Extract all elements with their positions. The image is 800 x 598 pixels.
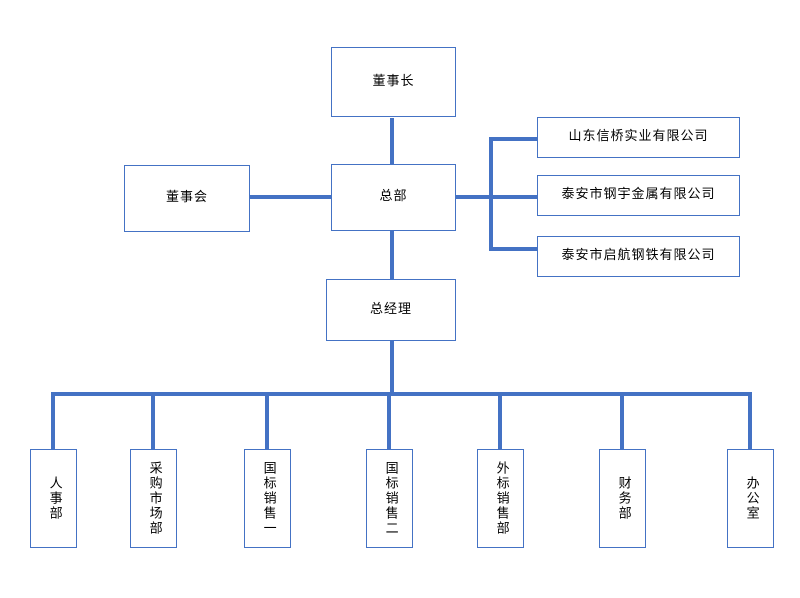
connector-chairman-to-headquarters — [390, 118, 394, 166]
node-department-1-label: 人事部 — [46, 476, 62, 521]
node-chairman-label: 董事长 — [372, 73, 415, 89]
node-board-of-directors[interactable]: 董事会 — [124, 165, 250, 232]
node-department-4-label: 国标销售二 — [382, 461, 398, 536]
node-department-2-label: 采购市场部 — [146, 461, 162, 536]
connector-branch-subsidiary-2 — [489, 195, 539, 199]
connector-drop-department-1 — [51, 392, 55, 450]
node-headquarters-label: 总部 — [379, 189, 408, 205]
node-headquarters[interactable]: 总部 — [331, 164, 456, 231]
node-department-6-label: 财务部 — [615, 476, 631, 521]
connector-branch-subsidiary-1 — [489, 137, 539, 141]
node-department-6[interactable]: 财务部 — [599, 449, 646, 548]
node-subsidiary-2-label: 泰安市钢宇金属有限公司 — [561, 187, 716, 203]
connector-general-manager-to-bus — [390, 340, 394, 396]
connector-headquarters-to-subsidiaries — [455, 195, 493, 199]
connector-drop-department-6 — [620, 392, 624, 450]
node-department-7[interactable]: 办公室 — [727, 449, 774, 548]
node-department-1[interactable]: 人事部 — [30, 449, 77, 548]
node-general-manager-label: 总经理 — [369, 301, 412, 317]
node-department-5[interactable]: 外标销售部 — [477, 449, 524, 548]
node-department-3[interactable]: 国标销售一 — [244, 449, 291, 548]
node-subsidiary-2[interactable]: 泰安市钢宇金属有限公司 — [537, 175, 740, 216]
connector-subsidiary-trunk — [489, 137, 493, 251]
node-department-4[interactable]: 国标销售二 — [366, 449, 413, 548]
node-department-5-label: 外标销售部 — [493, 461, 509, 536]
connector-drop-department-2 — [151, 392, 155, 450]
node-subsidiary-3-label: 泰安市启航钢铁有限公司 — [561, 248, 716, 264]
node-subsidiary-1[interactable]: 山东信桥实业有限公司 — [537, 117, 740, 158]
connector-drop-department-5 — [498, 392, 502, 450]
connector-drop-department-4 — [387, 392, 391, 450]
node-board-of-directors-label: 董事会 — [165, 190, 208, 206]
node-chairman[interactable]: 董事长 — [331, 47, 456, 117]
node-subsidiary-3[interactable]: 泰安市启航钢铁有限公司 — [537, 236, 740, 277]
connector-drop-department-3 — [265, 392, 269, 450]
connector-headquarters-to-general-manager — [390, 228, 394, 280]
node-department-2[interactable]: 采购市场部 — [130, 449, 177, 548]
node-general-manager[interactable]: 总经理 — [326, 279, 456, 341]
connector-board-to-headquarters — [249, 195, 333, 199]
node-subsidiary-1-label: 山东信桥实业有限公司 — [568, 129, 709, 145]
connector-drop-department-7 — [748, 392, 752, 450]
node-department-3-label: 国标销售一 — [260, 461, 276, 536]
node-department-7-label: 办公室 — [743, 476, 759, 521]
connector-branch-subsidiary-3 — [489, 247, 539, 251]
connector-department-bus — [51, 392, 752, 396]
